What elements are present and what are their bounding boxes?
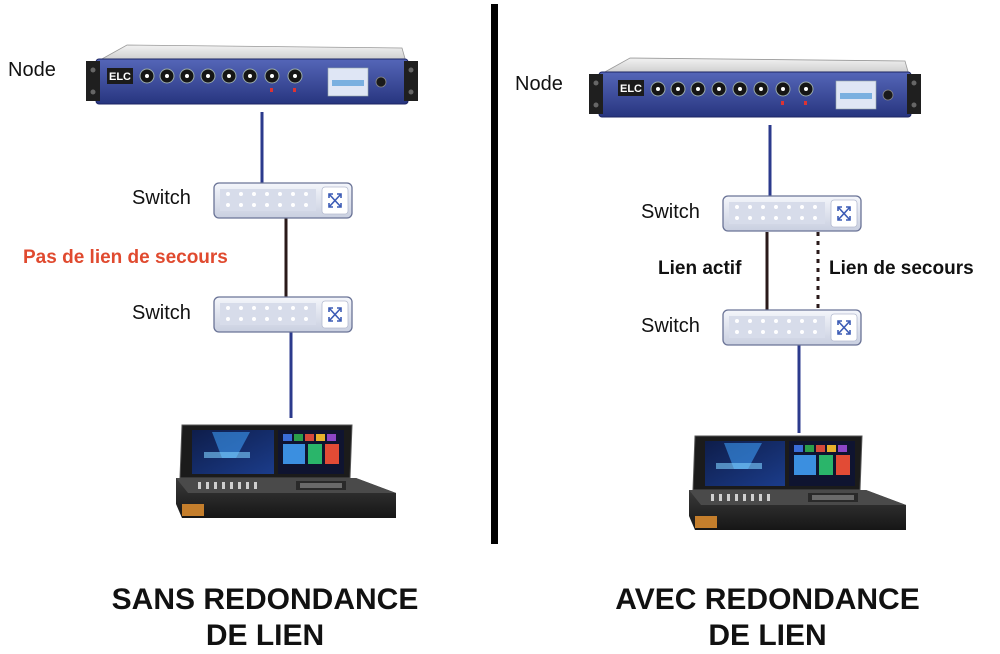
right-node-label: Node: [515, 73, 563, 95]
right-caption-line2: DE LIEN: [708, 619, 827, 652]
right-caption-line1: AVEC REDONDANCE: [615, 583, 920, 616]
right-caption: AVEC REDONDANCE DE LIEN: [560, 582, 975, 654]
left-caption-line2: DE LIEN: [205, 619, 325, 652]
left-switch1-label: Switch: [132, 187, 191, 209]
left-caption-line1: SANS REDONDANCE: [111, 583, 419, 616]
right-active-link-label: Lien actif: [658, 258, 742, 279]
switch-arrows-icon: [837, 320, 851, 335]
right-node-device: ELC: [589, 57, 921, 118]
switch-arrows-icon: [328, 193, 342, 208]
right-switch-1: [722, 195, 862, 232]
left-caption: SANS REDONDANCE DE LIEN: [60, 582, 470, 654]
switch-arrows-icon: [837, 206, 851, 221]
right-node-brand: ELC: [620, 83, 642, 95]
right-switch1-label: Switch: [641, 201, 700, 223]
right-lighting-console: [689, 435, 906, 530]
left-node-label: Node: [8, 59, 56, 81]
left-switch-2: [213, 296, 353, 333]
switch-arrows-icon: [328, 307, 342, 322]
right-switch2-label: Switch: [641, 315, 700, 337]
left-node-device: ELC: [86, 44, 418, 105]
left-node-brand: ELC: [109, 71, 131, 83]
center-divider: [491, 4, 498, 544]
left-no-backup-warning: Pas de lien de secours: [23, 247, 228, 268]
left-switch2-label: Switch: [132, 302, 191, 324]
right-backup-link-label: Lien de secours: [829, 258, 974, 279]
left-switch-1: [213, 182, 353, 219]
right-switch-2: [722, 309, 862, 346]
left-lighting-console: [176, 424, 396, 518]
